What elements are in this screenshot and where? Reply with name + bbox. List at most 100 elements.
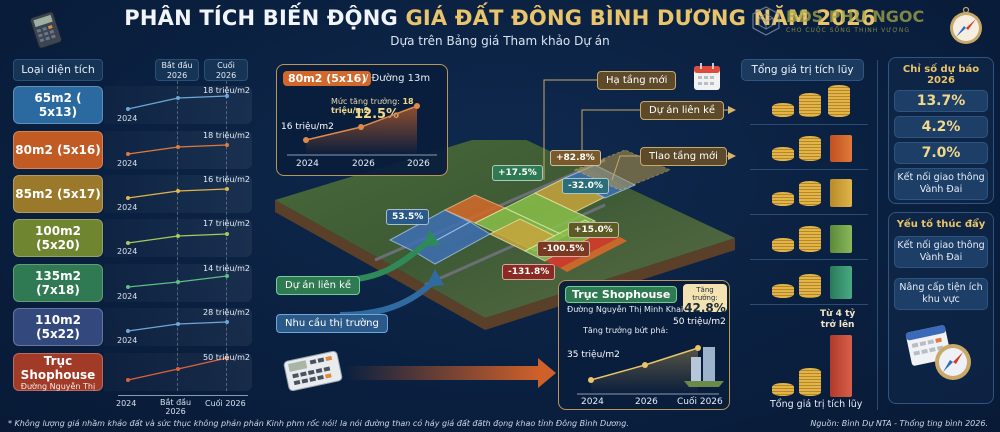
x-label: 2026 bbox=[635, 397, 658, 407]
row-sparkline: 14 triệu/m2 2024 bbox=[104, 264, 252, 302]
growth-arrow-icon bbox=[538, 358, 556, 388]
row-label: 100m2 (5x20) bbox=[13, 219, 103, 257]
footer-source: Nguồn: Bình Dự NTA - Thống ting bình 202… bbox=[810, 419, 988, 428]
compass-icon bbox=[948, 6, 984, 46]
breakthrough-label: Tăng trưởng bứt phá: bbox=[583, 326, 669, 335]
driver-adjacent-project[interactable]: Dự án liên kề bbox=[276, 276, 361, 295]
row-year: 2024 bbox=[117, 159, 138, 168]
x-axis-label-end: Cuối 2026 bbox=[205, 399, 246, 408]
x-label: 2026 bbox=[407, 159, 430, 169]
forecast-value: 7.0% bbox=[894, 142, 988, 164]
row-year: 2024 bbox=[117, 336, 138, 345]
row-label: 65m2 ( 5x13) bbox=[13, 86, 103, 124]
row-sparkline: 17 triệu/m2 2024 bbox=[104, 219, 252, 257]
col-end-l2: 2026 bbox=[215, 71, 237, 80]
row-year: 2024 bbox=[117, 247, 138, 256]
row-value: 18 triệu/m2 bbox=[203, 131, 250, 140]
popup-road: / Đường 13m bbox=[365, 73, 431, 84]
accumulated-header: Tổng giá trị tích lũy bbox=[741, 59, 864, 81]
buildings-icon bbox=[684, 347, 724, 387]
title-part2: GIÁ ĐẤT ĐÔNG BÌNH DƯƠNG NĂM 2026 bbox=[405, 6, 876, 30]
end-value: 50 triệu/m2 bbox=[673, 317, 726, 327]
row-label: 85m2 (5x17) bbox=[13, 175, 103, 213]
footer-note: * Không lượng giá nhầm khảo đất và sức t… bbox=[8, 419, 629, 428]
x-axis-label-2024: 2024 bbox=[116, 399, 137, 408]
title-part1: PHÂN TÍCH BIẾN ĐỘNG bbox=[124, 6, 406, 30]
map-tag[interactable]: -32.0% bbox=[562, 178, 609, 194]
row-year: 2024 bbox=[117, 292, 138, 301]
map-tag[interactable]: -100.5% bbox=[537, 241, 591, 257]
page-subtitle: Dựa trên Bảng giá Tham khảo Dự án bbox=[390, 34, 610, 48]
popup-badge: 80m2 (5x16) bbox=[283, 71, 372, 86]
logo-name: BĐS PHU NGOC bbox=[786, 6, 925, 26]
popup-80m2: 80m2 (5x16) / Đường 13m Mức tăng trưởng:… bbox=[276, 64, 448, 176]
popup-line-chart bbox=[287, 103, 437, 156]
start-value: 35 triệu/m2 bbox=[567, 350, 620, 360]
guide-end bbox=[226, 81, 227, 391]
row-value: 17 triệu/m2 bbox=[203, 219, 250, 228]
col-start-header: Bắt đầu 2026 bbox=[155, 59, 199, 81]
callout-adjacent-project[interactable]: Dự án liên kề bbox=[640, 101, 725, 120]
x-label: 2026 bbox=[352, 159, 375, 169]
start-value: 16 triệu/m2 bbox=[281, 122, 334, 132]
col-start-l1: Bắt đầu bbox=[161, 61, 193, 70]
row-sparkline: 28 triệu/m2 2024 bbox=[104, 308, 252, 346]
row-sparkline: 50 triệu/m2 bbox=[104, 353, 252, 391]
calculator-icon bbox=[28, 10, 64, 50]
driver-arrows bbox=[340, 230, 444, 315]
calendar-compass-icon bbox=[905, 325, 971, 380]
area-type-header: Loại diện tích bbox=[13, 59, 103, 81]
accumulated-footer: Tổng giá trị tích lũy bbox=[770, 399, 863, 410]
row-sparkline: 18 triệu/m2 2024 bbox=[104, 131, 252, 169]
row-value: 14 triệu/m2 bbox=[203, 264, 250, 273]
cube-logo-icon bbox=[752, 6, 780, 36]
shophouse-line-chart bbox=[577, 345, 724, 395]
row-year: 2024 bbox=[117, 114, 138, 123]
row-label: Trục Shophouse Đường Nguyễn Thị bbox=[13, 353, 103, 391]
callout-infrastructure[interactable]: Hạ tầng mới bbox=[597, 71, 677, 90]
row-year: 2024 bbox=[117, 203, 138, 212]
col-start-l2: 2026 bbox=[166, 71, 188, 80]
col-end-l1: Cuối bbox=[217, 61, 235, 70]
map-tag[interactable]: 53.5% bbox=[386, 209, 430, 225]
row-value: 16 triệu/m2 bbox=[203, 175, 250, 184]
x-label: 2024 bbox=[296, 159, 319, 169]
map-tag[interactable]: +15.0% bbox=[568, 222, 619, 238]
brand-logo: BĐS PHU NGOC CHO CUỘC SỐNG THỊNH VƯỢNG bbox=[752, 6, 924, 36]
col-end-header: Cuối 2026 bbox=[204, 59, 248, 81]
row-sparkline: 18 triệu/m2 2024 bbox=[104, 86, 252, 124]
row-value: 18 triệu/m2 bbox=[203, 86, 250, 95]
row-sparkline: 16 triệu/m2 2024 bbox=[104, 175, 252, 213]
row-label: 80m2 (5x16) bbox=[13, 131, 103, 169]
arrow-right-icon bbox=[728, 106, 736, 114]
map-tag[interactable]: +17.5% bbox=[492, 165, 543, 181]
x-label: 2024 bbox=[581, 397, 604, 407]
row-value: 28 triệu/m2 bbox=[203, 308, 250, 317]
growth-badge: Tăng trưởng: 42.8% bbox=[683, 284, 727, 315]
row-value: 50 triệu/m2 bbox=[203, 353, 250, 362]
row-label: 110m2 (5x22) bbox=[13, 308, 103, 346]
calculator-icon bbox=[282, 350, 344, 392]
drivers-title: Yếu tố thúc đẩy bbox=[896, 219, 986, 230]
forecast-title: Chỉ số dự báo 2026 bbox=[902, 64, 980, 86]
driver-market-demand[interactable]: Nhu cầu thị trường bbox=[276, 314, 388, 333]
forecast-panel: Chỉ số dự báo 2026 13.7% 4.2% 7.0% Kết n… bbox=[888, 57, 994, 204]
page-title: PHÂN TÍCH BIẾN ĐỘNG GIÁ ĐẤT ĐÔNG BÌNH DƯ… bbox=[0, 6, 1000, 30]
shophouse-badge: Trục Shophouse bbox=[565, 286, 678, 303]
x-label: Cuối 2026 bbox=[677, 397, 723, 407]
row-label: 135m2 (7x18) bbox=[13, 264, 103, 302]
growth-arrow-shaft bbox=[345, 366, 540, 380]
x-axis bbox=[118, 395, 248, 396]
callout-new-floors[interactable]: Tlao tầng mới bbox=[640, 147, 727, 166]
logo-tagline: CHO CUỘC SỐNG THỊNH VƯỢNG bbox=[786, 26, 911, 34]
shophouse-street: Đường Nguyễn Thị Minh Khai bbox=[567, 305, 684, 314]
forecast-value: 4.2% bbox=[894, 116, 988, 138]
forecast-value: 13.7% bbox=[894, 90, 988, 112]
map-tag[interactable]: -131.8% bbox=[502, 264, 556, 280]
map-tag[interactable]: +82.8% bbox=[550, 150, 601, 166]
